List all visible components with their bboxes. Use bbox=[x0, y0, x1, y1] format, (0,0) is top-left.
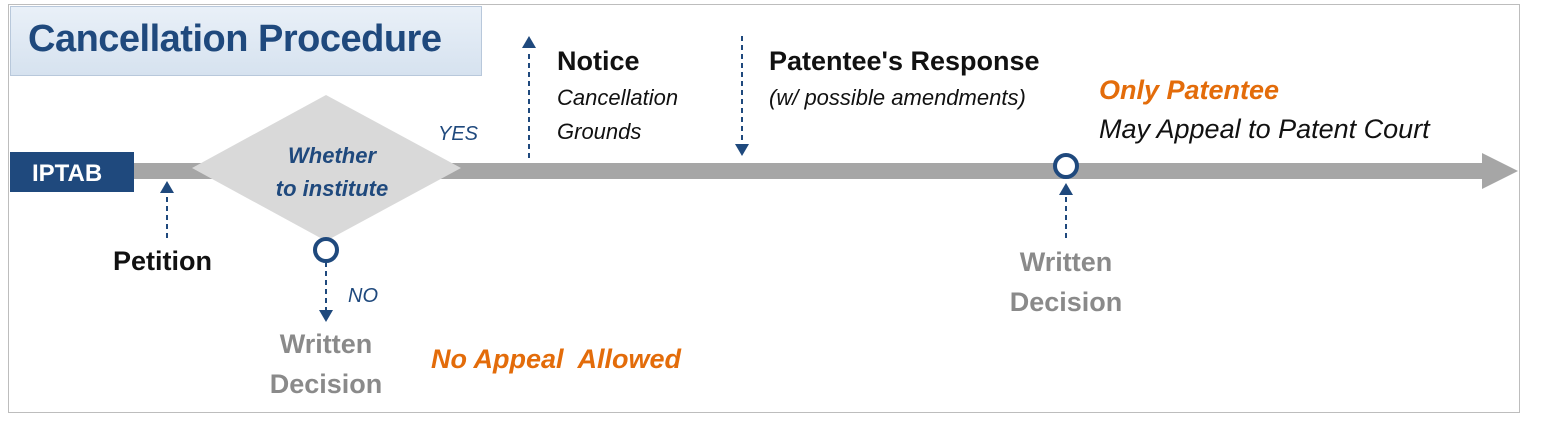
no-branch-decision-line1: Written bbox=[279, 329, 373, 359]
diagram-title: Cancellation Procedure bbox=[28, 18, 442, 60]
final-decision-arrowhead bbox=[1059, 183, 1073, 195]
petition-arrowhead bbox=[160, 181, 174, 193]
decision-node-label: Whether to institute bbox=[232, 139, 432, 205]
final-decision-marker bbox=[1053, 153, 1079, 179]
actor-box bbox=[10, 152, 134, 192]
notice-line1: Cancellation bbox=[557, 85, 679, 110]
decision-diamond bbox=[192, 95, 461, 241]
title-box bbox=[10, 6, 482, 76]
appeal-who-note: Only Patentee bbox=[1099, 75, 1280, 105]
petition-label: Petition bbox=[113, 246, 212, 276]
timeline-bar bbox=[130, 163, 1492, 179]
no-branch-decision-line2: Decision bbox=[269, 369, 383, 399]
final-decision-line2: Decision bbox=[1009, 287, 1123, 317]
notice-arrowhead bbox=[522, 36, 536, 48]
no-branch-marker bbox=[313, 237, 339, 263]
notice-line2: Grounds bbox=[557, 119, 642, 144]
no-appeal-note: No Appeal Allowed bbox=[431, 344, 682, 374]
final-decision-label: Written Decision bbox=[994, 242, 1138, 322]
final-decision-line1: Written bbox=[1019, 247, 1113, 277]
response-arrowhead bbox=[735, 144, 749, 156]
notice-title: Notice bbox=[557, 46, 640, 76]
diagram-frame bbox=[8, 4, 1520, 413]
decision-node-line1: Whether bbox=[288, 143, 376, 168]
timeline-arrowhead bbox=[1482, 153, 1518, 189]
actor-label: IPTAB bbox=[32, 160, 103, 187]
response-detail: (w/ possible amendments) bbox=[769, 85, 1026, 110]
decision-node-line2: to institute bbox=[275, 176, 389, 201]
branch-yes-label: YES bbox=[438, 123, 479, 145]
appeal-where-note: May Appeal to Patent Court bbox=[1099, 114, 1430, 144]
no-branch-arrowhead bbox=[319, 310, 333, 322]
no-branch-decision-label: Written Decision bbox=[256, 324, 396, 404]
response-title: Patentee's Response bbox=[769, 46, 1040, 76]
branch-no-label: NO bbox=[348, 285, 378, 307]
